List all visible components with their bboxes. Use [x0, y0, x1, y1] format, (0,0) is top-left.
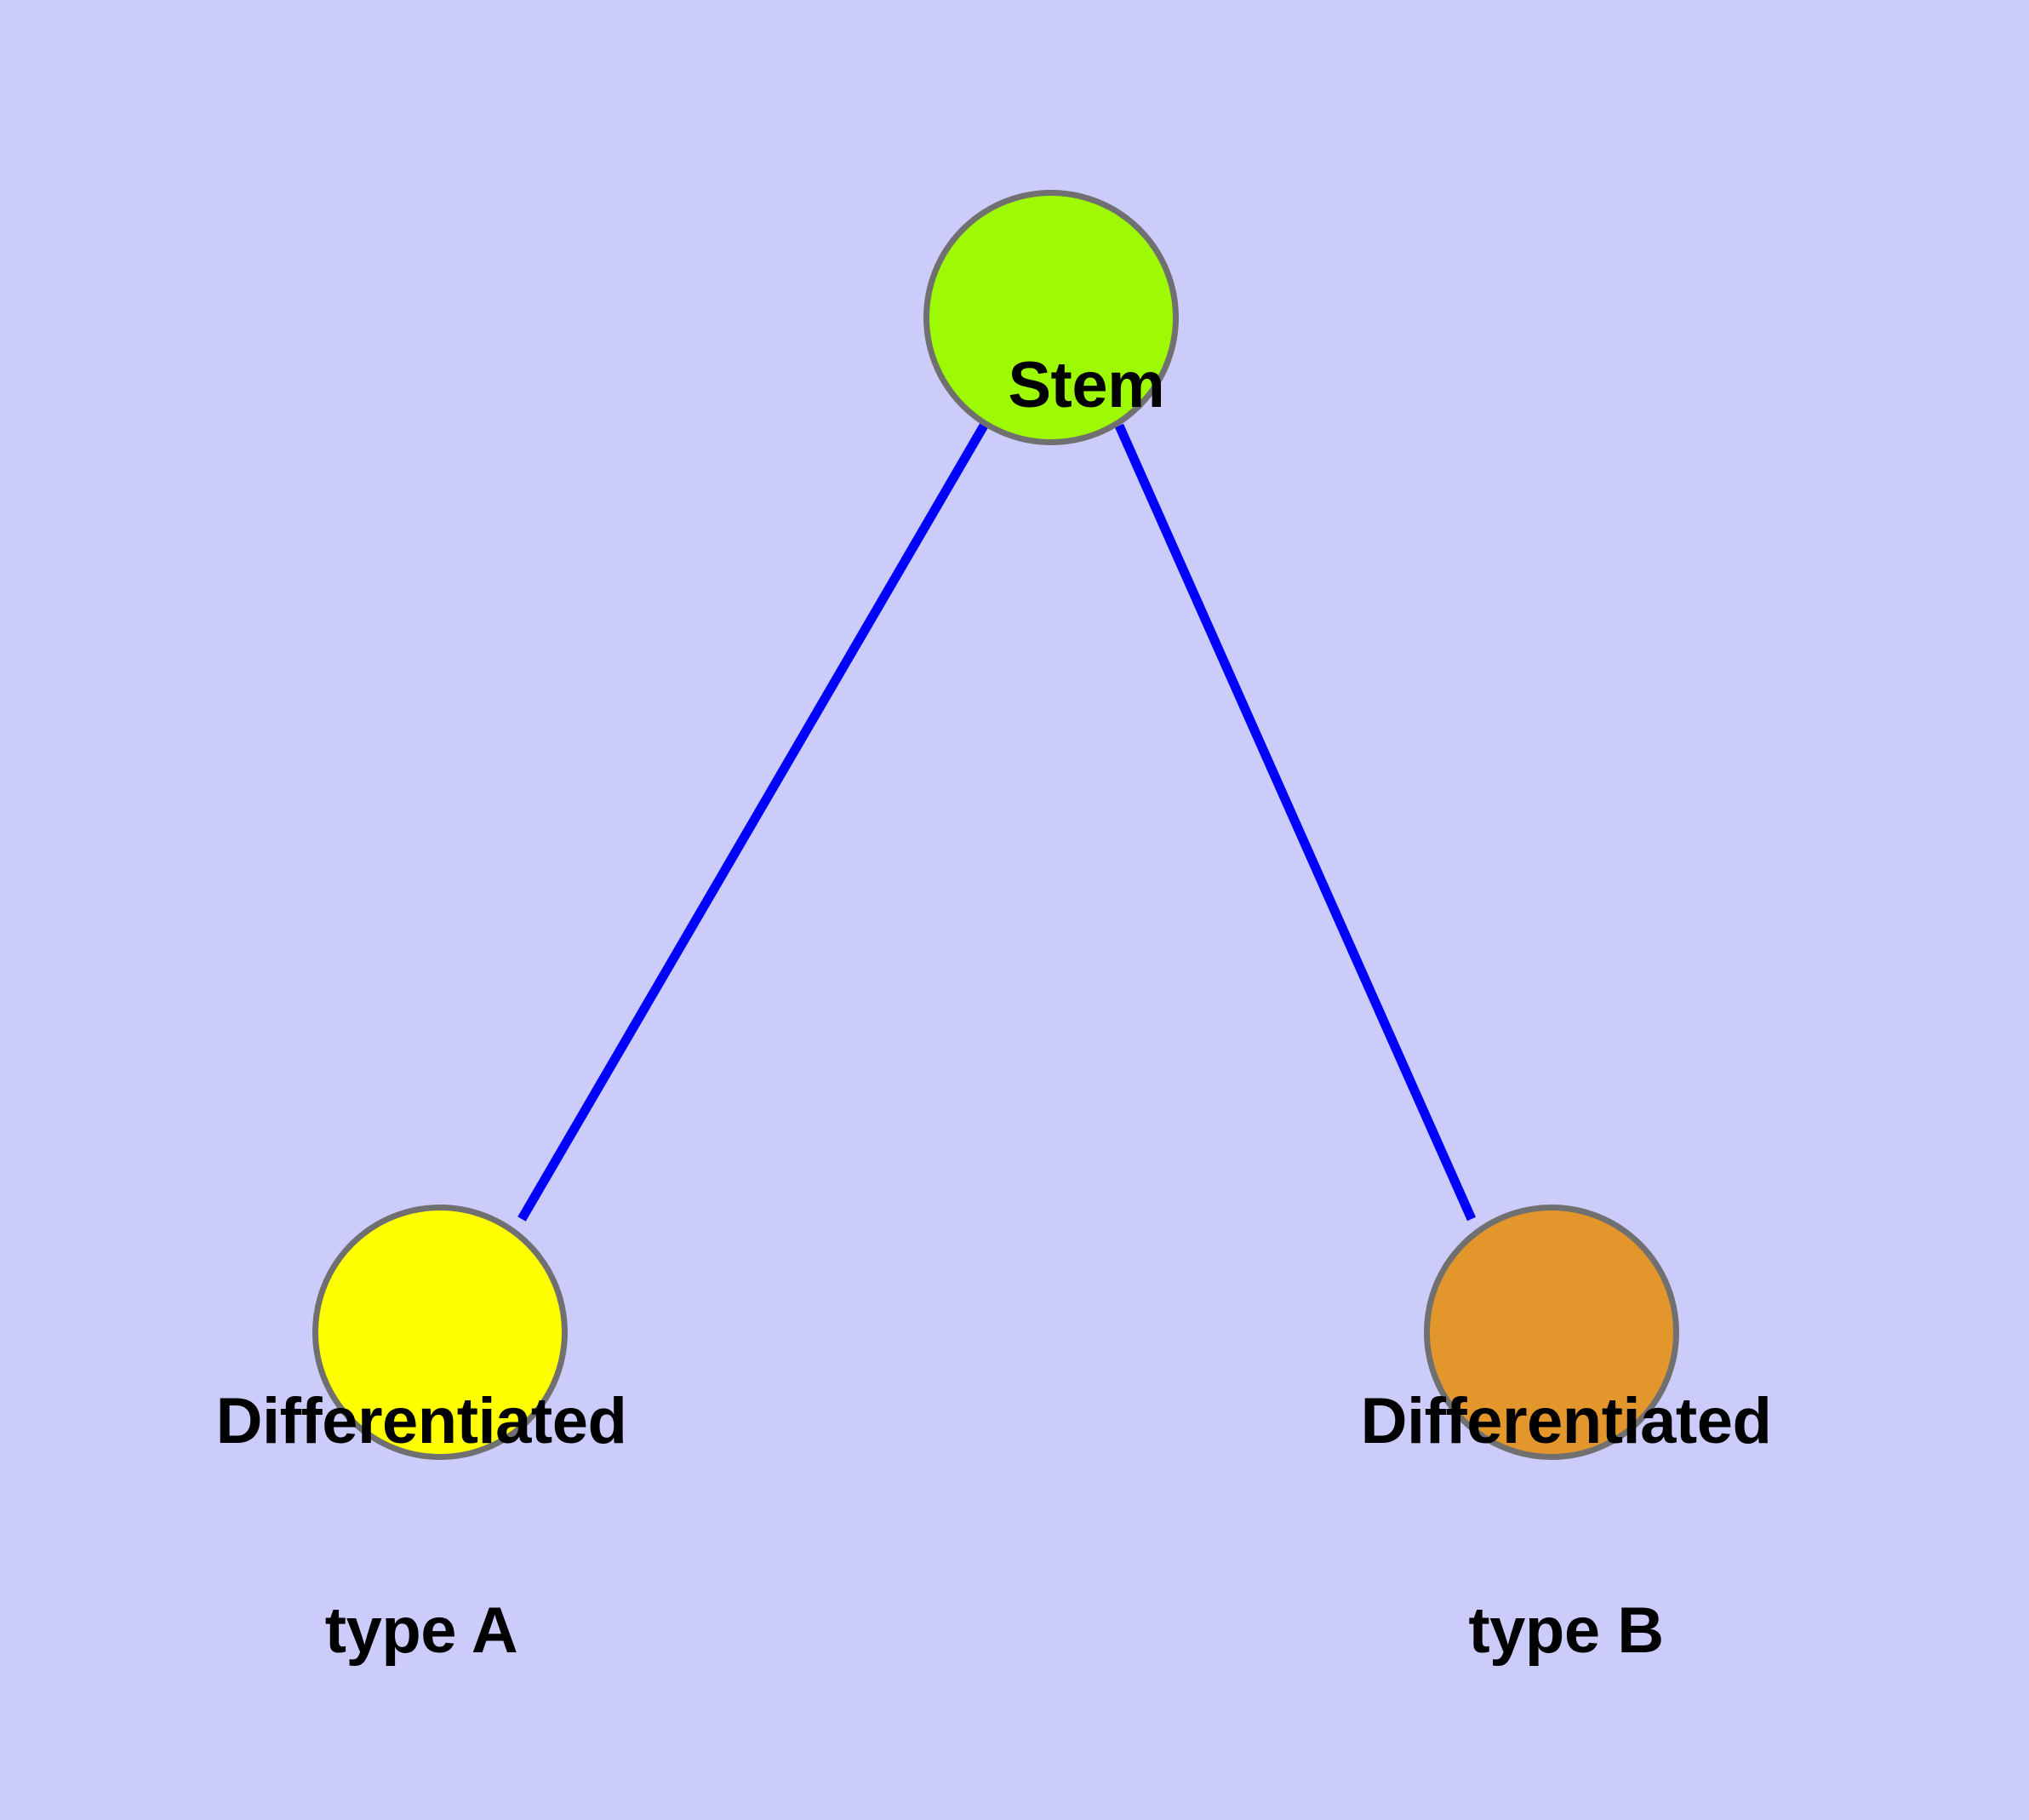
node-differentiated-type-b[interactable] — [1424, 1205, 1679, 1460]
node-stem[interactable] — [923, 190, 1179, 445]
node-differentiated-type-a[interactable] — [312, 1205, 568, 1460]
edge-stem-to-differentiated-type-b[interactable] — [1114, 423, 1477, 1222]
edge-stem-to-differentiated-type-a[interactable] — [517, 423, 988, 1222]
